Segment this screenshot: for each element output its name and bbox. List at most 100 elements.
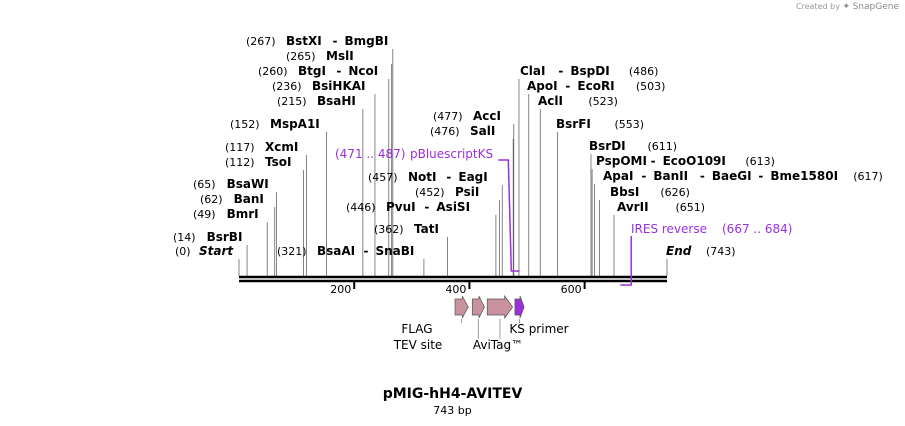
snapgene-credit: Created by ✦ SnapGene <box>796 2 899 12</box>
site-label: (613)PspOMI-EcoO109I <box>596 154 775 168</box>
enzyme-name: BsrDI <box>589 139 626 153</box>
site-label: (457)NotI-EagI <box>368 170 488 184</box>
primer-range: (667 .. 684) <box>722 222 792 236</box>
name-separator: - <box>446 170 451 184</box>
start-position: (0) <box>175 245 191 258</box>
enzyme-name: BmrI <box>227 207 259 221</box>
enzyme-name: SalI <box>470 124 495 138</box>
site-position: (267) <box>246 35 276 48</box>
site-label: (626)BbsI <box>610 185 690 199</box>
feature-arrow <box>486 294 514 320</box>
site-position: (117) <box>225 141 255 154</box>
feature-label: AviTag™ <box>473 338 523 352</box>
enzyme-name: BsaWI <box>227 177 269 191</box>
enzyme-name: BtgI <box>298 64 326 78</box>
start-marker: (0)Start <box>175 244 234 258</box>
site-position: (651) <box>676 201 706 214</box>
site-label: (62)BanI <box>200 192 264 206</box>
site-position: (611) <box>648 140 678 153</box>
feature-label: TEV site <box>393 338 443 352</box>
ruler-tick-label: 600 <box>561 283 582 296</box>
name-separator: - <box>333 34 338 48</box>
site-label: (65) BsaWI <box>193 177 269 191</box>
site-label: (267) BstXI-BmgBI <box>246 34 388 48</box>
name-separator: - <box>700 169 705 183</box>
site-position: (112) <box>225 156 255 169</box>
site-position: (321) <box>277 245 307 258</box>
primer-bar <box>620 236 632 286</box>
site-position: (476) <box>430 125 460 138</box>
site-position: (236) <box>272 80 302 93</box>
site-position: (446) <box>346 201 376 214</box>
site-position: (553) <box>615 118 645 131</box>
primers: (471 .. 487) pBluescriptKS IRES reverse (66… <box>335 147 792 286</box>
site-label: (236) BsiHKAI <box>272 79 366 93</box>
primer-label: IRES reverse <box>631 222 707 236</box>
site-position: (265) <box>286 50 316 63</box>
feature-flag: FLAG <box>401 295 469 336</box>
enzyme-name: ClaI <box>520 64 545 78</box>
enzyme-name: EagI <box>458 170 487 184</box>
enzyme-name: BanII <box>653 169 688 183</box>
feature-label: FLAG <box>401 322 432 336</box>
site-label: (486)ClaI-BspDI <box>520 64 658 78</box>
site-position: (617) <box>853 170 883 183</box>
site-label: (215)BsaHI <box>277 94 356 108</box>
enzyme-name: PvuI <box>386 200 416 214</box>
enzyme-name: ApoI <box>527 79 558 93</box>
enzyme-name: BsrBI <box>207 230 243 244</box>
site-position: (215) <box>277 95 307 108</box>
snapgene-logo-icon: ✦ <box>842 2 851 12</box>
site-label: (452)PsiI <box>415 185 479 199</box>
enzyme-name: PspOMI <box>596 154 647 168</box>
name-separator: - <box>758 169 763 183</box>
credit-brand: SnapGene <box>852 2 899 12</box>
site-position: (65) <box>193 178 216 191</box>
site-label: (152)MspA1I <box>230 117 320 131</box>
primer-range: (471 .. 487) <box>335 147 405 161</box>
name-separator: - <box>364 244 369 258</box>
enzyme-name: BanI <box>234 192 264 206</box>
name-separator: - <box>651 154 656 168</box>
site-label: (117)XcmI <box>225 140 298 154</box>
enzyme-name: NcoI <box>348 64 378 78</box>
feature-avitag-: AviTag™ <box>473 294 523 352</box>
site-labels: (14)BsrBI(49)BmrI(62)BanI(65)BsaWI(112)T… <box>173 34 883 258</box>
feature-label: KS primer <box>509 322 568 336</box>
site-position: (503) <box>636 80 666 93</box>
enzyme-name: MspA1I <box>270 117 320 131</box>
site-label: (265)MslI <box>286 49 354 63</box>
enzyme-name: BstXI <box>286 34 322 48</box>
site-label: (476) SalI <box>430 124 495 138</box>
site-position: (49) <box>193 208 216 221</box>
site-position: (626) <box>660 186 690 199</box>
name-separator: - <box>641 169 646 183</box>
site-label: (553)BsrFI <box>556 117 644 131</box>
primer-pbluescriptks: (471 .. 487) pBluescriptKS <box>335 147 520 272</box>
enzyme-name: PsiI <box>455 185 479 199</box>
site-position: (523) <box>588 95 618 108</box>
enzyme-name: BaeGI <box>712 169 752 183</box>
name-separator: - <box>558 64 563 78</box>
feature-tev-site: TEV site <box>393 295 485 352</box>
name-separator: - <box>424 200 429 214</box>
primer-bar <box>498 159 520 272</box>
site-label: (503)ApoI-EcoRI <box>527 79 665 93</box>
feature-ks-primer: KS primer <box>509 295 569 336</box>
enzyme-name: BmgBI <box>345 34 389 48</box>
site-label: (523)AclI <box>538 94 618 108</box>
site-position: (362) <box>374 223 404 236</box>
site-position: (14) <box>173 231 196 244</box>
credit-prefix: Created by <box>795 2 840 11</box>
feature-arrow <box>454 295 469 319</box>
enzyme-name: EcoRI <box>577 79 614 93</box>
enzyme-name: SnaBI <box>376 244 415 258</box>
site-position: (457) <box>368 171 398 184</box>
primer-ires-reverse: IRES reverse (667 .. 684) <box>620 222 792 286</box>
enzyme-name: BsiHKAI <box>312 79 366 93</box>
site-label: (617)ApaI-BanII-BaeGI-Bme1580I <box>603 169 883 183</box>
primer-label: pBluescriptKS <box>410 147 493 161</box>
site-label: (362)TatI <box>374 222 439 236</box>
